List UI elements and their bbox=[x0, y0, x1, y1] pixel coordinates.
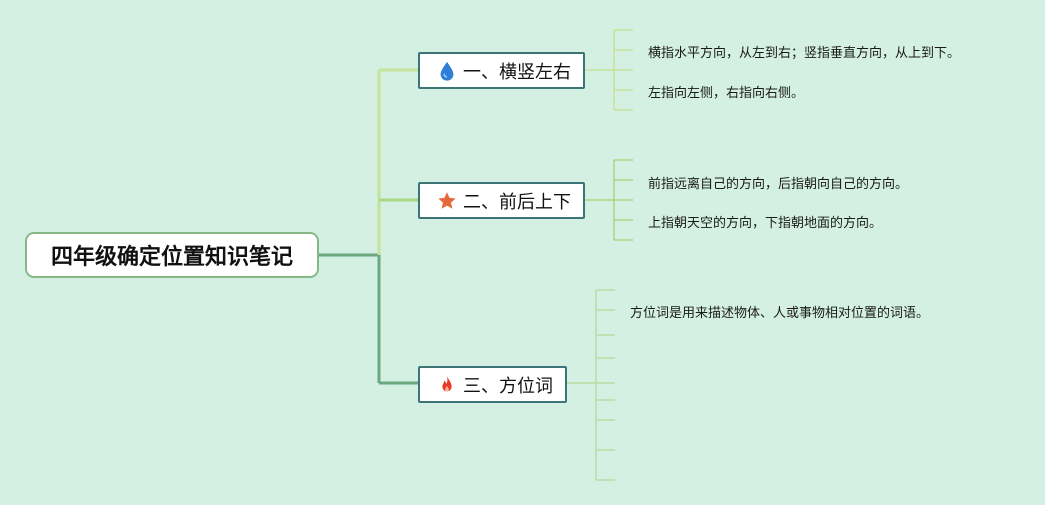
star-icon bbox=[436, 190, 458, 212]
branch-3-label: 三、方位词 bbox=[463, 375, 553, 397]
branch-2-leaf-bracket bbox=[585, 159, 633, 241]
branch-3-leaf-bracket bbox=[566, 289, 615, 481]
branch-1-note-2[interactable]: 左指向左侧，右指向右侧。 bbox=[648, 86, 805, 101]
branch-topic-1[interactable]: 一、横竖左右 bbox=[418, 52, 585, 89]
branch-2-note-1[interactable]: 前指远离自己的方向，后指朝向自己的方向。 bbox=[648, 177, 909, 192]
branch-topic-3[interactable]: 三、方位词 bbox=[418, 366, 567, 403]
water-drop-icon bbox=[436, 60, 458, 82]
root-topic[interactable]: 四年级确定位置知识笔记 bbox=[25, 232, 319, 278]
branch-1-leaf-bracket bbox=[585, 29, 633, 111]
branch-2-note-2[interactable]: 上指朝天空的方向，下指朝地面的方向。 bbox=[648, 216, 883, 231]
root-title: 四年级确定位置知识笔记 bbox=[50, 245, 293, 270]
branch-1-note-1[interactable]: 横指水平方向，从左到右；竖指垂直方向，从上到下。 bbox=[648, 46, 961, 61]
branch-topic-2[interactable]: 二、前后上下 bbox=[418, 182, 585, 219]
fire-icon bbox=[436, 374, 458, 396]
branch-3-note-1[interactable]: 方位词是用来描述物体、人或事物相对位置的词语。 bbox=[630, 306, 930, 321]
branch-2-label: 二、前后上下 bbox=[463, 191, 571, 213]
branch-1-label: 一、横竖左右 bbox=[463, 61, 571, 83]
